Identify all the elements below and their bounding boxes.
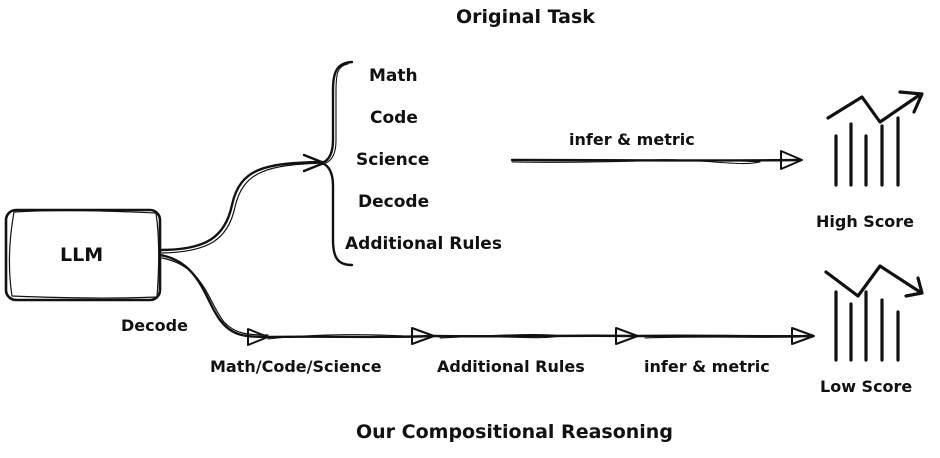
high-score-label: High Score	[816, 212, 915, 231]
task-item-additional-rules: Additional Rules	[345, 234, 502, 254]
bar-chart-trend-down-icon	[824, 264, 924, 362]
task-item-math: Math	[369, 66, 418, 86]
lower-arrow-1	[266, 327, 435, 345]
upper-arrow-label: infer & metric	[569, 130, 695, 149]
task-item-science: Science	[356, 150, 430, 170]
lower-step-math-code-science: Math/Code/Science	[210, 357, 382, 376]
compositional-reasoning-title: Our Compositional Reasoning	[356, 421, 673, 443]
task-brace	[320, 60, 354, 267]
bar-chart-trend-up-icon	[826, 90, 924, 187]
lower-branch-label: Decode	[121, 316, 188, 335]
task-item-decode: Decode	[358, 192, 430, 212]
upper-branch-arrow	[158, 153, 326, 254]
lower-step-additional-rules: Additional Rules	[437, 357, 585, 376]
original-task-title: Original Task	[456, 6, 595, 28]
llm-label: LLM	[60, 244, 104, 266]
lower-step-infer-metric: infer & metric	[644, 357, 770, 376]
lower-arrow-2	[432, 327, 639, 345]
low-score-label: Low Score	[820, 377, 913, 396]
lower-arrow-3	[636, 327, 815, 345]
upper-metric-arrow	[510, 150, 803, 170]
lower-branch-arrow	[158, 253, 270, 346]
task-item-code: Code	[370, 108, 418, 128]
